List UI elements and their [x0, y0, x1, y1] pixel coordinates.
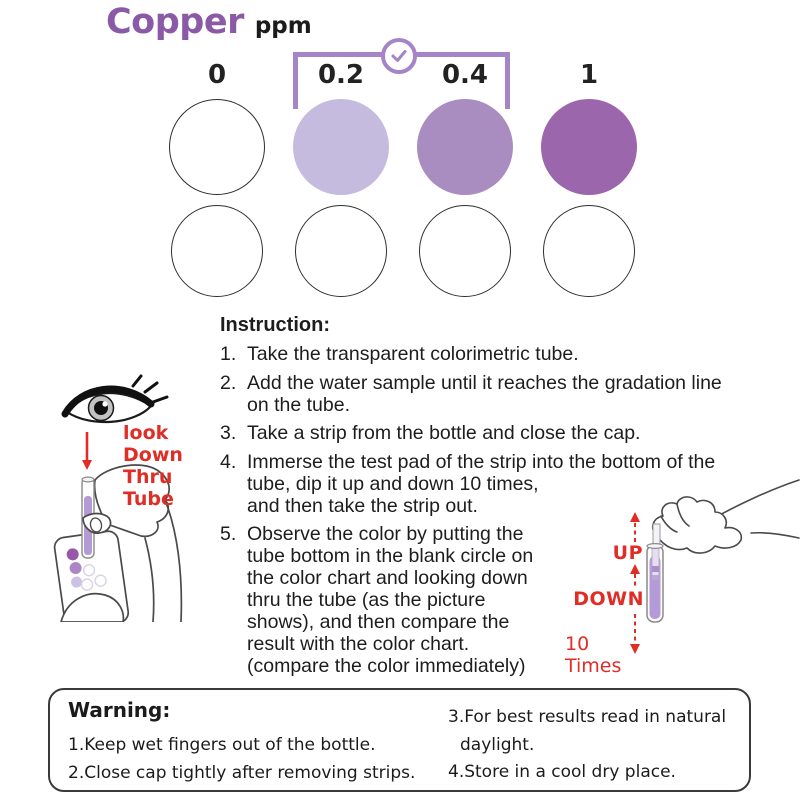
warning-item-1: 1.Keep wet fingers out of the bottle.	[68, 735, 376, 755]
look-down-caption: look Down Thru Tube	[123, 422, 183, 510]
chart-label-0: 0	[207, 60, 227, 90]
swatch-0.4	[417, 99, 513, 195]
chart-label-0.4: 0.4	[441, 60, 489, 90]
bracket-top-right	[416, 52, 510, 57]
warning-heading: Warning:	[68, 698, 171, 722]
instruction-step-3: 3. Take a strip from the bottle and clos…	[220, 422, 641, 444]
down-arrow-icon	[82, 432, 92, 470]
blank-circle-0.2	[295, 205, 387, 297]
blank-circle-0.4	[419, 205, 511, 297]
warning-item-4: 4.Store in a cool dry place.	[448, 762, 676, 782]
instructions-heading: Instruction:	[220, 314, 330, 336]
swatch-1	[541, 99, 637, 195]
warning-item-2: 2.Close cap tightly after removing strip…	[68, 762, 416, 783]
blank-circle-0	[171, 205, 263, 297]
warning-right-column: 3.For best results read in natural dayli…	[448, 704, 748, 787]
instruction-step-2: 2. Add the water sample until it reaches…	[220, 371, 722, 416]
warning-box: Warning: 1.Keep wet fingers out of the b…	[48, 688, 751, 792]
eye-icon	[61, 374, 169, 424]
swatch-0.2	[293, 99, 389, 195]
swatch-0	[169, 99, 265, 195]
dip-strip-figure: UP DOWN 10 Times	[565, 478, 800, 677]
hand-dipping-strip-illustration	[651, 479, 800, 554]
bracket-top-left	[293, 52, 382, 57]
hand-holding-tube-illustration	[53, 464, 183, 622]
bracket-side-right	[505, 52, 510, 109]
page-title: Copper ppm	[106, 2, 312, 42]
title-unit-ppm: ppm	[254, 13, 312, 39]
up-arrowhead	[630, 512, 640, 522]
blank-circle-1	[543, 205, 635, 297]
title-copper: Copper	[106, 2, 244, 42]
mid-arrowhead	[630, 564, 640, 574]
down-label: DOWN	[573, 588, 644, 610]
chart-label-0.2: 0.2	[317, 60, 365, 90]
bracket-side-left	[293, 52, 298, 109]
check-icon	[381, 38, 417, 74]
instruction-step-4: 4. Immerse the test pad of the strip int…	[220, 450, 716, 517]
instruction-step-1: 1. Take the transparent colorimetric tub…	[220, 343, 579, 365]
up-label: UP	[612, 542, 643, 564]
chart-label-1: 1	[579, 60, 599, 90]
instruction-step-5: 5. Observe the color by putting the tube…	[220, 523, 534, 677]
ten-times-label: 10 Times	[565, 633, 622, 677]
down-arrowhead	[630, 644, 640, 654]
instructions-section: Instruction: 1. Take the transparent col…	[220, 314, 776, 684]
warning-item-3: 3.For best results read in natural dayli…	[448, 707, 727, 755]
warning-left-column: Warning: 1.Keep wet fingers out of the b…	[68, 698, 438, 787]
test-tube-icon	[646, 542, 664, 623]
look-down-figure: look Down Thru Tube	[45, 372, 225, 622]
